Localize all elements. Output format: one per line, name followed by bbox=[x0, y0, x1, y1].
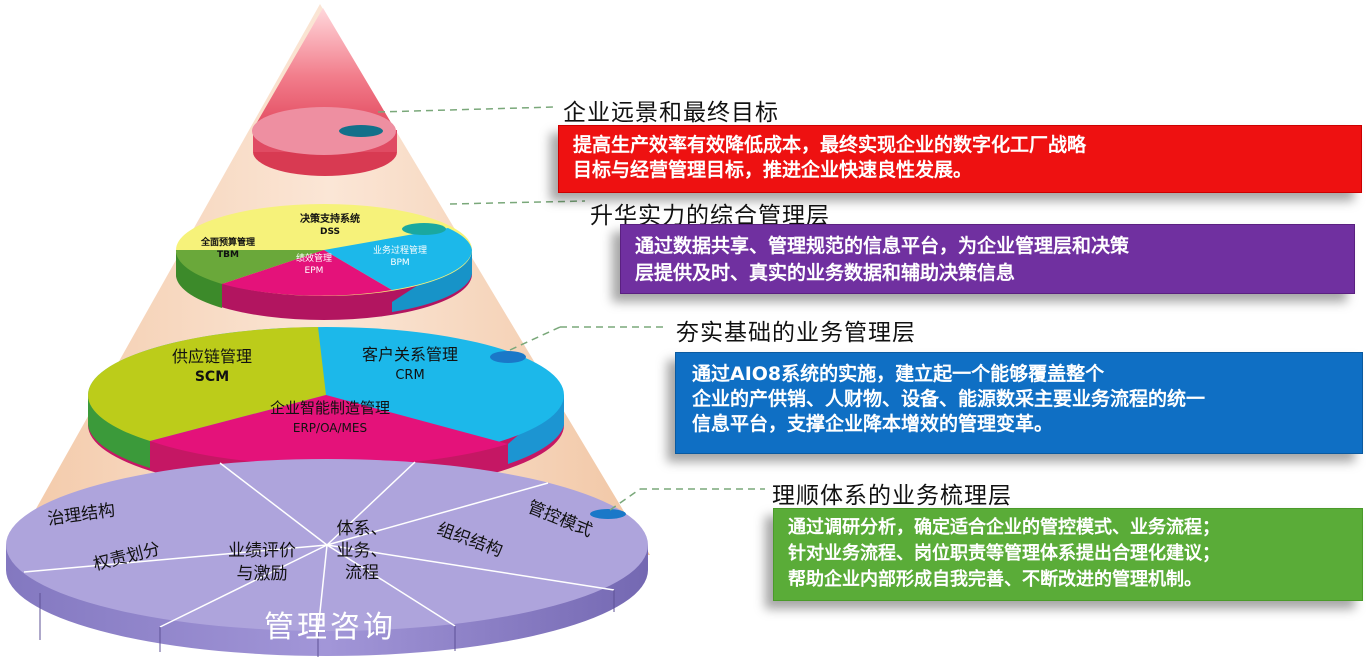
layer2-description-box: 通过数据共享、管理规范的信息平台，为企业管理层和决策 层提供及时、真实的业务数据… bbox=[620, 224, 1355, 294]
layer1-description-box: 提高生产效率有效降低成本，最终实现企业的数字化工厂战略 目标与经营管理目标，推进… bbox=[558, 125, 1362, 193]
layer4-line-2: 针对业务流程、岗位职责等管理体系提出合理化建议； bbox=[788, 541, 1362, 567]
bpm-label: 业务过程管理 bbox=[373, 244, 427, 256]
layer3-line-1: 通过AIO8系统的实施，建立起一个能够覆盖整个 bbox=[692, 362, 1362, 387]
dss-abbr: DSS bbox=[320, 227, 340, 237]
layer2-line-1: 通过数据共享、管理规范的信息平台，为企业管理层和决策 bbox=[635, 233, 1354, 260]
erp-abbr: ERP/OA/MES bbox=[293, 421, 367, 435]
scm-label: 供应链管理 bbox=[172, 347, 252, 366]
layer1-line-2: 目标与经营管理目标，推进企业快速良性发展。 bbox=[573, 158, 1361, 183]
tbm-label: 全面预算管理 bbox=[200, 236, 255, 248]
tbm-abbr: TBM bbox=[217, 250, 239, 260]
base-segment-system-1: 体系、 bbox=[337, 519, 388, 539]
base-segment-evaluation-2: 与激励 bbox=[237, 564, 288, 584]
base-segment-evaluation-1: 业绩评价 bbox=[228, 541, 296, 561]
layer1-title: 企业远景和最终目标 bbox=[563, 93, 779, 127]
base-segment-system-2: 业务、 bbox=[337, 541, 388, 561]
connector-layer2 bbox=[450, 201, 585, 204]
base-marker bbox=[590, 509, 626, 519]
layer3-title: 夯实基础的业务管理层 bbox=[676, 313, 916, 347]
tier2-marker bbox=[402, 223, 446, 235]
top-tier-marker bbox=[339, 125, 383, 137]
layer1-line-1: 提高生产效率有效降低成本，最终实现企业的数字化工厂战略 bbox=[573, 133, 1361, 158]
layer3-line-3: 信息平台，支撑企业降本增效的管理变革。 bbox=[692, 412, 1362, 437]
epm-label: 绩效管理 bbox=[296, 252, 332, 264]
pyramid-tier2: 决策支持系统 DSS 全面预算管理 TBM 绩效管理 EPM 业务过程管理 BP… bbox=[176, 204, 472, 320]
layer4-line-1: 通过调研分析，确定适合企业的管控模式、业务流程； bbox=[788, 515, 1362, 541]
dss-label: 决策支持系统 bbox=[300, 212, 360, 225]
epm-abbr: EPM bbox=[305, 266, 324, 276]
layer4-description-box: 通过调研分析，确定适合企业的管控模式、业务流程； 针对业务流程、岗位职责等管理体… bbox=[773, 508, 1363, 601]
layer3-description-box: 通过AIO8系统的实施，建立起一个能够覆盖整个 企业的产供销、人财物、设备、能源… bbox=[675, 352, 1363, 454]
pyramid-base: 治理结构 权责划分 业绩评价 与激励 体系、 业务、 流程 组织结构 管控模式 … bbox=[6, 459, 648, 657]
connector-layer1 bbox=[378, 107, 555, 112]
layer4-title: 理顺体系的业务梳理层 bbox=[772, 476, 1012, 510]
layer4-line-3: 帮助企业内部形成自我完善、不断改进的管理机制。 bbox=[788, 567, 1362, 593]
tier3-marker bbox=[490, 351, 526, 363]
layer2-line-2: 层提供及时、真实的业务数据和辅助决策信息 bbox=[635, 260, 1354, 287]
crm-abbr: CRM bbox=[395, 368, 424, 383]
crm-label: 客户关系管理 bbox=[362, 345, 458, 364]
base-segment-system-3: 流程 bbox=[345, 563, 379, 583]
scm-abbr: SCM bbox=[195, 369, 229, 385]
erp-label: 企业智能制造管理 bbox=[270, 399, 390, 417]
layer3-line-2: 企业的产供销、人财物、设备、能源数采主要业务流程的统一 bbox=[692, 387, 1362, 412]
bpm-abbr: BPM bbox=[390, 258, 409, 268]
base-rim-label: 管理咨询 bbox=[264, 610, 396, 645]
